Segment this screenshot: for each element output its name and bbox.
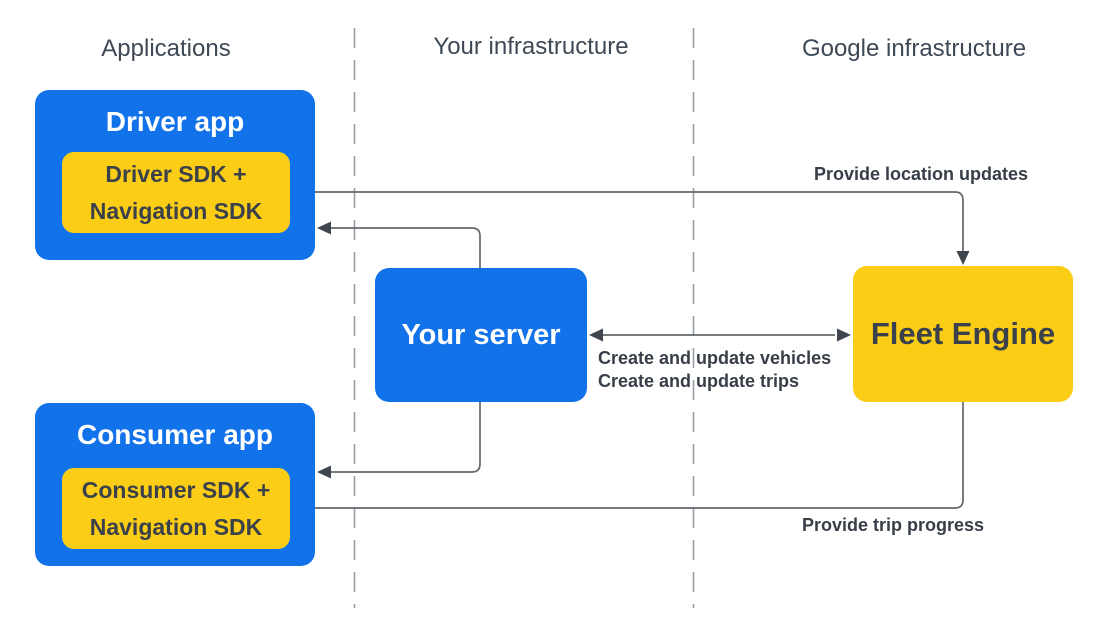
edge-label-create-update-vehicles: Create and update vehicles: [598, 348, 832, 368]
consumer-sdk-line2: Navigation SDK: [89, 513, 263, 540]
fleet-engine-title: Fleet Engine: [870, 316, 1056, 351]
arrow-server-to-consumer-app-head-icon: [317, 465, 331, 479]
arrow-server-to-consumer-app-line: [331, 402, 481, 473]
arrow-server-to-driver-app-line: [331, 227, 481, 268]
your-server-node: Your server: [375, 268, 587, 402]
arrow-server-to-driver-app-head-icon: [317, 221, 331, 235]
driver-sdk-node: Driver SDK + Navigation SDK: [62, 152, 290, 233]
driver-sdk-line1: Driver SDK +: [105, 160, 247, 187]
driver-app-node: Driver app Driver SDK + Navigation SDK: [35, 90, 315, 260]
edge-label-provide-location-updates: Provide location updates: [813, 164, 1029, 184]
arrow-server-fleet-engine-left-head-icon: [589, 328, 603, 342]
your-server-title: Your server: [401, 318, 561, 351]
fleet-engine-node: Fleet Engine: [853, 266, 1073, 402]
consumer-sdk-node: Consumer SDK + Navigation SDK: [62, 468, 290, 549]
column-header-google-infrastructure: Google infrastructure: [801, 35, 1027, 62]
arrow-trip-progress-line: [308, 402, 964, 509]
column-header-applications: Applications: [101, 35, 231, 62]
consumer-app-node: Consumer app Consumer SDK + Navigation S…: [35, 403, 315, 566]
edge-label-provide-trip-progress: Provide trip progress: [801, 515, 985, 535]
arrow-server-fleet-engine-right-head-icon: [837, 328, 851, 342]
driver-app-title: Driver app: [105, 106, 245, 137]
arrow-location-updates-line: [290, 191, 964, 251]
consumer-sdk-line1: Consumer SDK +: [81, 476, 271, 503]
driver-sdk-line2: Navigation SDK: [89, 197, 263, 224]
consumer-app-title: Consumer app: [76, 419, 274, 450]
arrow-location-updates-head-icon: [956, 251, 970, 265]
column-header-your-infrastructure: Your infrastructure: [433, 33, 629, 60]
edge-label-create-update-trips: Create and update trips: [598, 371, 800, 391]
